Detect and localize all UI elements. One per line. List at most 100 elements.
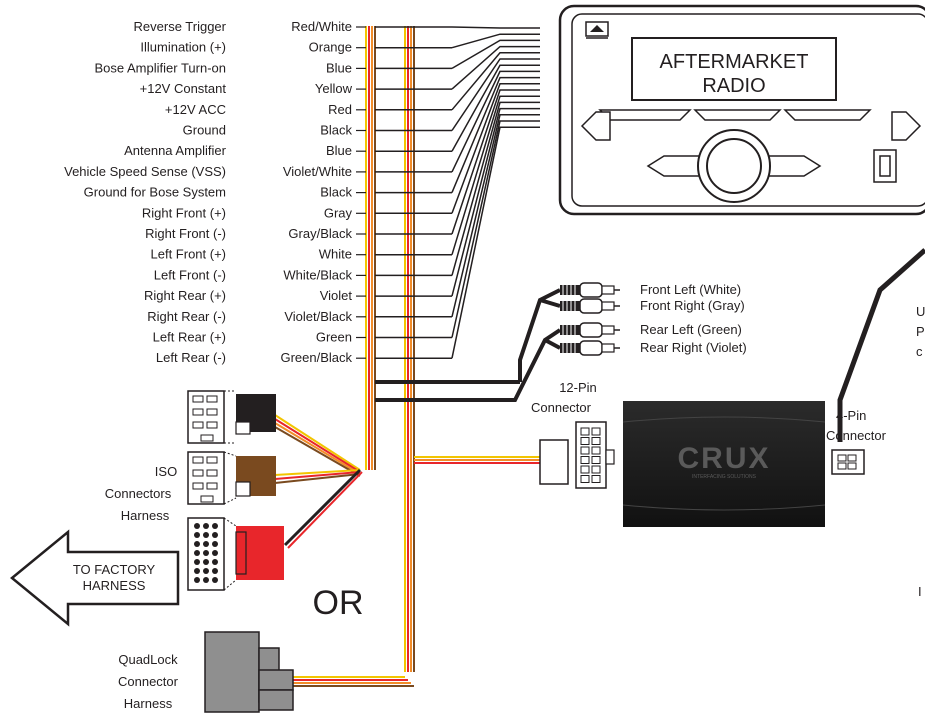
factory-harness-arrow: TO FACTORY HARNESS	[10, 529, 180, 627]
wire-color-label: Blue	[326, 60, 352, 75]
radio-wire	[451, 89, 540, 235]
connector-4pin: 4-Pin Connector	[826, 248, 925, 475]
wire-function-label: Right Rear (-)	[147, 309, 226, 324]
rca-output-label: Rear Left (Green)	[640, 322, 742, 337]
wire-color-label: Violet/White	[283, 164, 352, 179]
wire-function-label: Illumination (+)	[140, 40, 226, 55]
wire-color-label: Black	[320, 123, 352, 138]
radio-wire	[451, 83, 540, 214]
svg-text:Connector: Connector	[531, 400, 592, 415]
cropped-text: U P c I	[916, 304, 925, 599]
wire-function-label: Bose Amplifier Turn-on	[94, 60, 226, 75]
connector-12pin: 12-Pin Connector	[414, 380, 615, 489]
wire-color-label: White	[319, 247, 352, 262]
wire-function-label: Vehicle Speed Sense (VSS)	[64, 164, 226, 179]
radio-wire	[451, 64, 540, 152]
rca-plug-body	[560, 343, 580, 353]
wire-color-label: Violet/Black	[284, 309, 352, 324]
wire-function-label: Right Front (+)	[142, 205, 226, 220]
svg-text:Harness: Harness	[124, 696, 173, 711]
crux-interface-module: CRUX INTERFACING SOLUTIONS	[622, 401, 826, 527]
svg-text:Connectors: Connectors	[105, 486, 172, 501]
radio-wire-fan	[375, 26, 540, 402]
preset-button	[783, 109, 872, 121]
aftermarket-radio: AFTERMARKET RADIO	[558, 4, 925, 216]
svg-text:ISO: ISO	[155, 464, 177, 479]
rca-output-label: Front Left (White)	[640, 282, 741, 297]
radio-wire	[451, 120, 540, 338]
rca-outputs: Front Left (White)Front Right (Gray) Rear…	[492, 282, 747, 402]
svg-text:QuadLock: QuadLock	[118, 652, 178, 667]
wire-color-label: Red/White	[291, 19, 352, 34]
radio-wire	[451, 52, 540, 111]
radio-wire	[451, 126, 540, 359]
wire-function-label: +12V ACC	[165, 102, 226, 117]
svg-text:HARNESS: HARNESS	[83, 578, 146, 593]
radio-wire	[451, 101, 540, 276]
or-label: OR	[313, 584, 364, 622]
rca-output-label: Front Right (Gray)	[640, 298, 745, 313]
svg-text:4-Pin: 4-Pin	[836, 408, 866, 423]
wire-function-label: Reverse Trigger	[134, 19, 227, 34]
rca-plug-tip	[579, 340, 603, 356]
wire-function-label: Right Rear (+)	[144, 288, 226, 303]
wire-color-label: White/Black	[283, 267, 352, 282]
radio-display	[631, 37, 837, 101]
right-side-button	[891, 111, 922, 141]
wire-color-label: Black	[320, 185, 352, 200]
radio-wire	[451, 39, 540, 70]
svg-text:P: P	[916, 324, 925, 339]
module-brand: CRUX	[677, 442, 770, 475]
svg-text:TO FACTORY: TO FACTORY	[73, 562, 156, 577]
radio-wire	[451, 107, 540, 297]
radio-wire	[451, 33, 540, 49]
radio-wire	[451, 45, 540, 90]
rca-plug-body	[560, 325, 580, 335]
svg-text:U: U	[916, 304, 925, 319]
svg-text:Connector: Connector	[826, 428, 887, 443]
svg-text:c: c	[916, 344, 923, 359]
wire-function-label: Ground	[183, 123, 226, 138]
rca-plug-tip	[579, 322, 603, 338]
wire-function-label: Right Front (-)	[145, 226, 226, 241]
rca-output-label: Rear Right (Violet)	[640, 340, 747, 355]
radio-wire	[451, 95, 540, 255]
rca-plug-body	[560, 301, 580, 311]
svg-text:Connector: Connector	[118, 674, 179, 689]
wire-function-label: Left Front (+)	[151, 247, 227, 262]
radio-wire	[451, 114, 540, 317]
radio-wire	[451, 76, 540, 193]
wire-color-label: Violet	[320, 288, 353, 303]
wire-function-label: +12V Constant	[140, 81, 227, 96]
wire-color-label: Gray	[324, 205, 353, 220]
rca-plug-tip	[579, 282, 603, 298]
radio-wire	[451, 58, 540, 131]
svg-text:I: I	[918, 584, 922, 599]
wire-function-label: Left Rear (-)	[156, 350, 226, 365]
radio-label-line2: RADIO	[702, 75, 765, 97]
wire-color-label: Red	[328, 102, 352, 117]
connector-12pin-plug	[539, 439, 569, 485]
wire-color-label: Yellow	[315, 81, 353, 96]
wire-color-label: Gray/Black	[288, 226, 352, 241]
wire-color-label: Blue	[326, 143, 352, 158]
left-side-button	[580, 111, 611, 141]
rca-plug-tip	[579, 298, 603, 314]
radio-wire	[451, 26, 540, 29]
radio-wire	[451, 70, 540, 173]
wire-function-label: Ground for Bose System	[84, 185, 226, 200]
harness-trunk	[365, 26, 415, 672]
preset-button	[693, 109, 782, 121]
svg-text:Harness: Harness	[121, 508, 170, 523]
quadlock-connector: QuadLock Connector Harness	[118, 631, 414, 713]
wire-function-label: Antenna Amplifier	[124, 143, 227, 158]
svg-text:12-Pin: 12-Pin	[559, 380, 597, 395]
module-tagline: INTERFACING SOLUTIONS	[692, 474, 757, 480]
wire-color-label: Green	[316, 330, 352, 345]
iso-connectors: ISO Connectors Harness	[105, 390, 363, 591]
preset-button	[598, 109, 692, 121]
eject-icon	[590, 25, 604, 32]
radio-label-line1: AFTERMARKET	[660, 51, 809, 73]
